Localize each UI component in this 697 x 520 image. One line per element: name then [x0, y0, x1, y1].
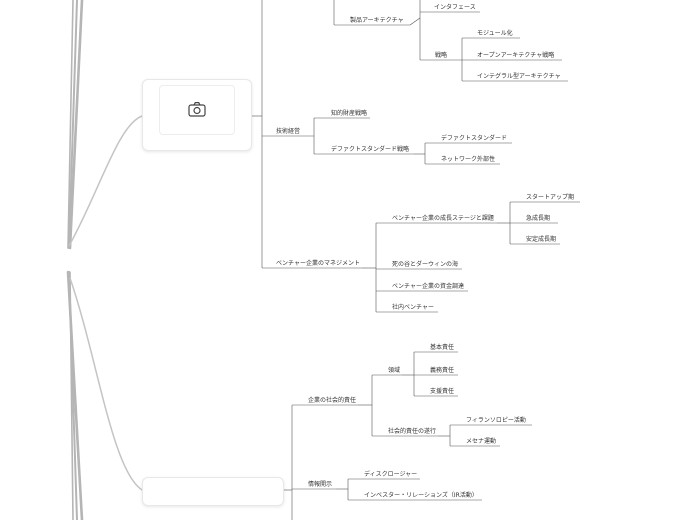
- node-interface[interactable]: インタフェース: [434, 4, 476, 11]
- node-integral-architecture[interactable]: インテグラル型アーキテクチャ: [477, 73, 561, 80]
- connector-bottom-card: [69, 277, 143, 491]
- node-rapid-growth[interactable]: 急成長期: [526, 215, 551, 222]
- node-basic-responsibility[interactable]: 基本責任: [430, 344, 455, 351]
- node-domain[interactable]: 領域: [388, 367, 401, 374]
- node-product-architecture[interactable]: 製品アーキテクチャ: [350, 17, 404, 24]
- node-funding[interactable]: ベンチャー企業の資金調達: [392, 283, 464, 290]
- node-startup[interactable]: スタートアップ期: [526, 194, 575, 201]
- node-stable-growth[interactable]: 安定成長期: [526, 236, 557, 243]
- node-corporate-venture[interactable]: 社内ベンチャー: [392, 304, 434, 311]
- node-network-externality[interactable]: ネットワーク外部性: [441, 156, 496, 163]
- node-csr[interactable]: 企業の社会的責任: [308, 397, 357, 404]
- card-image-frame: [159, 85, 235, 135]
- node-obligation-responsibility[interactable]: 義務責任: [430, 367, 455, 374]
- node-de-facto-standard[interactable]: デファクトスタンダード: [441, 135, 508, 142]
- node-de-facto-strategy[interactable]: デファクトスタンダード戦略: [331, 146, 410, 153]
- trunk-top: [67, 0, 84, 250]
- topic-card-blank[interactable]: [142, 477, 284, 506]
- node-support-responsibility[interactable]: 支援責任: [430, 388, 455, 395]
- tree-lines: [251, 0, 580, 520]
- node-valley-of-death[interactable]: 死の谷とダーウィンの海: [392, 261, 459, 268]
- camera-icon: [188, 102, 206, 117]
- node-venture-management[interactable]: ベンチャー企業のマネジメント: [276, 260, 360, 267]
- node-strategy[interactable]: 戦略: [435, 52, 448, 59]
- node-module[interactable]: モジュール化: [477, 30, 513, 37]
- node-technology-management[interactable]: 技術経営: [276, 128, 301, 135]
- node-philanthropy[interactable]: フィランソロピー活動: [466, 417, 526, 424]
- node-ip-strategy[interactable]: 知的財産戦略: [331, 110, 368, 117]
- connector-top-card: [68, 115, 143, 247]
- node-csr-fulfillment[interactable]: 社会的責任の遂行: [388, 428, 437, 435]
- node-disclosure[interactable]: ディスクロージャー: [364, 471, 418, 478]
- node-investor-relations[interactable]: インベスター・リレーションズ（IR活動）: [364, 492, 478, 499]
- node-information-disclosure[interactable]: 情報開示: [308, 481, 333, 488]
- node-mecenat[interactable]: メセナ運動: [466, 438, 497, 445]
- trunk-bottom: [66, 270, 84, 520]
- node-growth-stage[interactable]: ベンチャー企業の成長ステージと課題: [392, 215, 494, 222]
- topic-card-image[interactable]: [142, 79, 252, 151]
- node-open-architecture[interactable]: オープンアーキテクチャ戦略: [477, 52, 555, 59]
